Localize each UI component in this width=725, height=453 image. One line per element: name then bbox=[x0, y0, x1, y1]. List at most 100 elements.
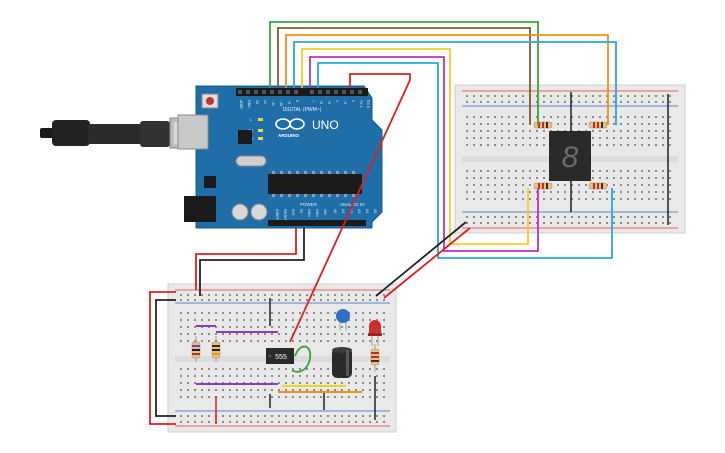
breadboard-hole bbox=[641, 184, 643, 186]
breadboard-hole bbox=[208, 389, 210, 391]
breadboard-hole bbox=[613, 170, 615, 172]
breadboard-hole bbox=[501, 170, 503, 172]
breadboard-hole bbox=[641, 101, 643, 103]
breadboard-hole bbox=[599, 130, 601, 132]
breadboard-hole bbox=[536, 137, 538, 139]
breadboard-hole bbox=[285, 294, 287, 296]
breadboard-hole bbox=[501, 130, 503, 132]
breadboard-hole bbox=[278, 421, 280, 423]
arduino-brand-label: ARDUINO bbox=[278, 133, 299, 138]
breadboard-hole bbox=[348, 382, 350, 384]
breadboard-hole bbox=[627, 137, 629, 139]
breadboard-hole bbox=[320, 312, 322, 314]
breadboard-hole bbox=[466, 123, 468, 125]
breadboard-hole bbox=[229, 312, 231, 314]
breadboard-hole bbox=[662, 184, 664, 186]
breadboard-hole bbox=[648, 198, 650, 200]
breadboard-hole bbox=[229, 415, 231, 417]
breadboard-hole bbox=[585, 191, 587, 193]
breadboard-hole bbox=[466, 184, 468, 186]
breadboard-hole bbox=[292, 326, 294, 328]
breadboard-hole bbox=[250, 333, 252, 335]
breadboard-hole bbox=[187, 340, 189, 342]
breadboard-hole bbox=[522, 184, 524, 186]
breadboard-hole bbox=[536, 130, 538, 132]
breadboard-hole bbox=[501, 137, 503, 139]
breadboard-hole bbox=[592, 130, 594, 132]
breadboard-hole bbox=[180, 340, 182, 342]
breadboard-hole bbox=[306, 396, 308, 398]
breadboard-hole bbox=[215, 312, 217, 314]
breadboard-hole bbox=[494, 222, 496, 224]
breadboard-hole bbox=[648, 191, 650, 193]
breadboard-hole bbox=[369, 375, 371, 377]
breadboard-hole bbox=[606, 198, 608, 200]
breadboard-hole bbox=[278, 299, 280, 301]
breadboard-hole bbox=[599, 177, 601, 179]
breadboard-hole bbox=[613, 184, 615, 186]
breadboard-hole bbox=[669, 101, 671, 103]
breadboard-hole bbox=[592, 95, 594, 97]
breadboard-hole bbox=[264, 299, 266, 301]
breadboard-hole bbox=[641, 216, 643, 218]
breadboard-hole bbox=[250, 421, 252, 423]
breadboard-hole bbox=[187, 326, 189, 328]
breadboard-hole bbox=[306, 340, 308, 342]
breadboard-hole bbox=[229, 389, 231, 391]
breadboard-hole bbox=[320, 299, 322, 301]
breadboard-hole bbox=[292, 421, 294, 423]
resistor bbox=[191, 336, 201, 362]
breadboard-hole bbox=[634, 216, 636, 218]
breadboard-hole bbox=[306, 312, 308, 314]
breadboard-hole bbox=[634, 191, 636, 193]
breadboard-hole bbox=[466, 130, 468, 132]
breadboard-hole bbox=[620, 170, 622, 172]
breadboard-hole bbox=[627, 177, 629, 179]
breadboard-hole bbox=[571, 95, 573, 97]
breadboard-hole bbox=[215, 319, 217, 321]
pin-label: TX 1 bbox=[359, 100, 363, 108]
breadboard-hole bbox=[620, 177, 622, 179]
wire-brown bbox=[277, 27, 531, 125]
breadboard-hole bbox=[257, 368, 259, 370]
breadboard-hole bbox=[285, 312, 287, 314]
breadboard-hole bbox=[229, 396, 231, 398]
breadboard-hole bbox=[515, 123, 517, 125]
breadboard-hole bbox=[376, 299, 378, 301]
power-pin-label: 3V3 bbox=[291, 209, 295, 215]
breadboard-hole bbox=[341, 389, 343, 391]
breadboard-hole bbox=[369, 368, 371, 370]
breadboard-hole bbox=[264, 368, 266, 370]
breadboard-hole bbox=[348, 333, 350, 335]
breadboard-hole bbox=[627, 216, 629, 218]
breadboard-hole bbox=[487, 177, 489, 179]
breadboard-hole bbox=[480, 177, 482, 179]
breadboard-hole bbox=[362, 312, 364, 314]
breadboard-hole bbox=[655, 191, 657, 193]
breadboard-hole bbox=[543, 170, 545, 172]
breadboard-hole bbox=[292, 368, 294, 370]
breadboard-hole bbox=[243, 319, 245, 321]
breadboard-hole bbox=[180, 421, 182, 423]
pin-label: ~11 bbox=[271, 100, 275, 106]
breadboard-hole bbox=[620, 198, 622, 200]
breadboard-hole bbox=[285, 421, 287, 423]
breadboard-hole bbox=[180, 375, 182, 377]
breadboard-hole bbox=[641, 177, 643, 179]
breadboard-hole bbox=[662, 177, 664, 179]
breadboard-hole bbox=[592, 177, 594, 179]
breadboard-hole bbox=[606, 130, 608, 132]
breadboard-hole bbox=[487, 123, 489, 125]
breadboard-hole bbox=[327, 375, 329, 377]
breadboard-hole bbox=[187, 382, 189, 384]
breadboard-hole bbox=[208, 333, 210, 335]
breadboard-hole bbox=[466, 198, 468, 200]
breadboard-hole bbox=[578, 216, 580, 218]
breadboard-hole bbox=[487, 216, 489, 218]
breadboard-hole bbox=[515, 170, 517, 172]
breadboard-hole bbox=[222, 294, 224, 296]
breadboard-hole bbox=[648, 170, 650, 172]
breadboard-hole bbox=[341, 299, 343, 301]
breadboard-hole bbox=[487, 101, 489, 103]
breadboard-hole bbox=[592, 191, 594, 193]
